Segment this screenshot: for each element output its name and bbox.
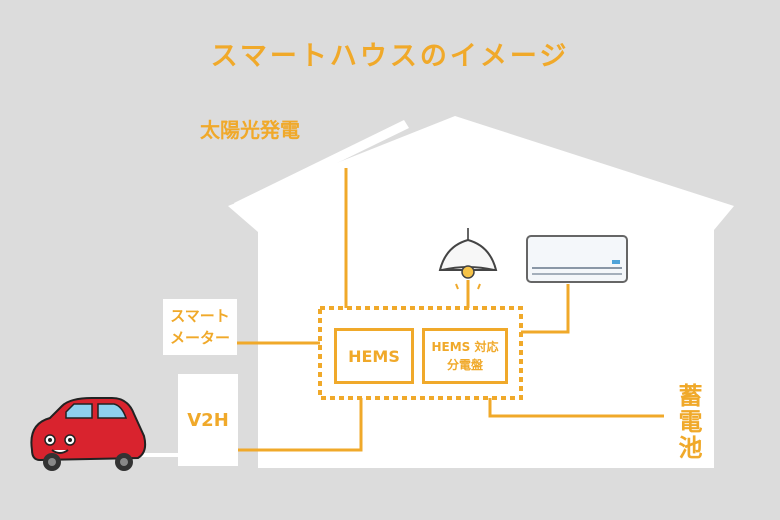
distribution-panel-box: HEMS 対応 分電盤 (422, 328, 508, 384)
battery-box: 蓄電池 (664, 376, 712, 468)
v2h-box: V2H (178, 374, 238, 466)
distribution-panel-label: HEMS 対応 分電盤 (431, 340, 499, 372)
smart-meter-box: スマート メーター (163, 299, 237, 355)
battery-label: 蓄電池 (674, 383, 702, 461)
smart-meter-label: スマート メーター (169, 307, 230, 347)
v2h-label: V2H (187, 409, 229, 431)
page-title: スマートハウスのイメージ (210, 41, 570, 72)
car-icon (30, 397, 178, 471)
lamp-icon (438, 228, 498, 292)
hems-group-border (318, 306, 523, 400)
solar-panel-icon (234, 120, 409, 211)
hems-label: HEMS (348, 346, 400, 366)
wiring (237, 168, 664, 452)
solar-power-label: 太陽光発電 (200, 118, 300, 142)
hems-box: HEMS (334, 328, 414, 384)
air-conditioner-icon (526, 235, 628, 283)
